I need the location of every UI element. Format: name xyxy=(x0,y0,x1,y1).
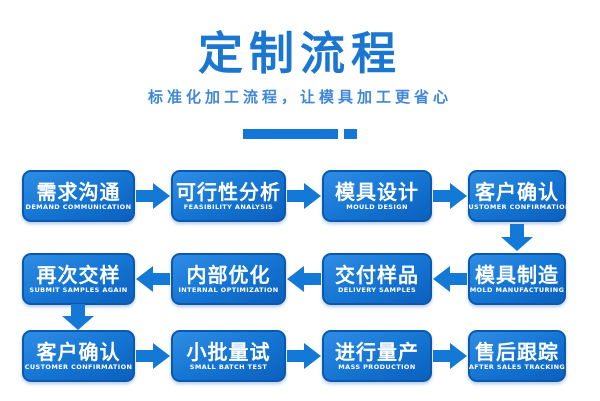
arrow-down-icon xyxy=(62,304,94,330)
arrow-left-icon xyxy=(136,266,170,292)
arrow-right-icon xyxy=(287,183,321,209)
flow-step-caption: SUBMIT SAMPLES AGAIN xyxy=(29,285,128,294)
flow-step-title: 售后跟踪 xyxy=(475,339,559,364)
flow-step-caption: CUSTOMER CONFIRMATION xyxy=(463,202,571,211)
step-customer-confirmation-1: 客户确认 CUSTOMER CONFIRMATION xyxy=(463,170,570,222)
flow-step-caption: MOULD DESIGN xyxy=(346,202,408,211)
flow-step-caption: DEMAND COMMUNICATION xyxy=(25,202,132,211)
step-demand-communication: 需求沟通 DEMAND COMMUNICATION xyxy=(22,170,135,222)
step-mould-design: 模具设计 MOULD DESIGN xyxy=(322,170,432,222)
flow-step-title: 客户确认 xyxy=(36,339,121,364)
flow-step-title: 模具制造 xyxy=(475,262,559,287)
flow-row-2: 再次交样 SUBMIT SAMPLES AGAIN 内部优化 INTERNAL … xyxy=(22,253,566,305)
arrow-right-icon xyxy=(136,343,170,369)
step-mold-manufacturing: 模具制造 MOLD MANUFACTURING xyxy=(468,253,566,305)
step-delivery-samples: 交付样品 DELIVERY SAMPLES xyxy=(322,253,432,305)
step-small-batch-test: 小批量试 SMALL BATCH TEST xyxy=(171,330,286,382)
step-mass-production: 进行量产 MASS PRODUCTION xyxy=(322,330,432,382)
flow-row-1: 需求沟通 DEMAND COMMUNICATION 可行性分析 FEASIBIL… xyxy=(22,170,570,222)
step-after-sales-tracking: 售后跟踪 AFTER SALES TRACKING xyxy=(468,330,566,382)
step-customer-confirmation-2: 客户确认 CUSTOMER CONFIRMATION xyxy=(22,330,135,382)
flow-step-title: 再次交样 xyxy=(36,262,121,287)
flow-step-title: 需求沟通 xyxy=(36,179,121,204)
flow-step-caption: INTERNAL OPTIMIZATION xyxy=(178,285,279,294)
title-underline-bar xyxy=(243,129,338,139)
arrow-left-icon xyxy=(433,266,467,292)
step-feasibility-analysis: 可行性分析 FEASIBILITY ANALYSIS xyxy=(171,170,286,222)
flow-step-caption: SMALL BATCH TEST xyxy=(189,362,268,371)
arrow-down-icon xyxy=(501,224,533,251)
flow-step-title: 进行量产 xyxy=(335,339,419,364)
flow-step-caption: MOLD MANUFACTURING xyxy=(469,285,565,294)
flow-step-caption: CUSTOMER CONFIRMATION xyxy=(24,362,133,371)
flow-step-title: 小批量试 xyxy=(186,339,271,364)
arrow-right-icon xyxy=(433,183,467,209)
flow-step-title: 交付样品 xyxy=(335,262,419,287)
arrow-right-icon xyxy=(287,343,321,369)
flow-step-caption: DELIVERY SAMPLES xyxy=(337,285,417,294)
flow-step-caption: AFTER SALES TRACKING xyxy=(468,362,566,371)
page-subtitle: 标准化加工流程，让模具加工更省心 xyxy=(147,88,452,106)
flow-step-title: 模具设计 xyxy=(335,179,419,204)
flow-step-title: 可行性分析 xyxy=(176,179,281,204)
arrow-right-icon xyxy=(433,343,467,369)
flow-step-title: 内部优化 xyxy=(186,262,271,287)
title-underline-square xyxy=(344,129,357,139)
arrow-left-icon xyxy=(287,266,321,292)
flow-step-caption: FEASIBILITY ANALYSIS xyxy=(183,202,274,211)
page-title: 定制流程 xyxy=(197,27,402,80)
step-internal-optimization: 内部优化 INTERNAL OPTIMIZATION xyxy=(171,253,286,305)
flow-step-title: 客户确认 xyxy=(475,179,559,204)
flow-step-caption: MASS PRODUCTION xyxy=(338,362,416,371)
step-submit-samples-again: 再次交样 SUBMIT SAMPLES AGAIN xyxy=(22,253,135,305)
arrow-right-icon xyxy=(136,183,170,209)
flow-row-3: 客户确认 CUSTOMER CONFIRMATION 小批量试 SMALL BA… xyxy=(22,330,566,382)
